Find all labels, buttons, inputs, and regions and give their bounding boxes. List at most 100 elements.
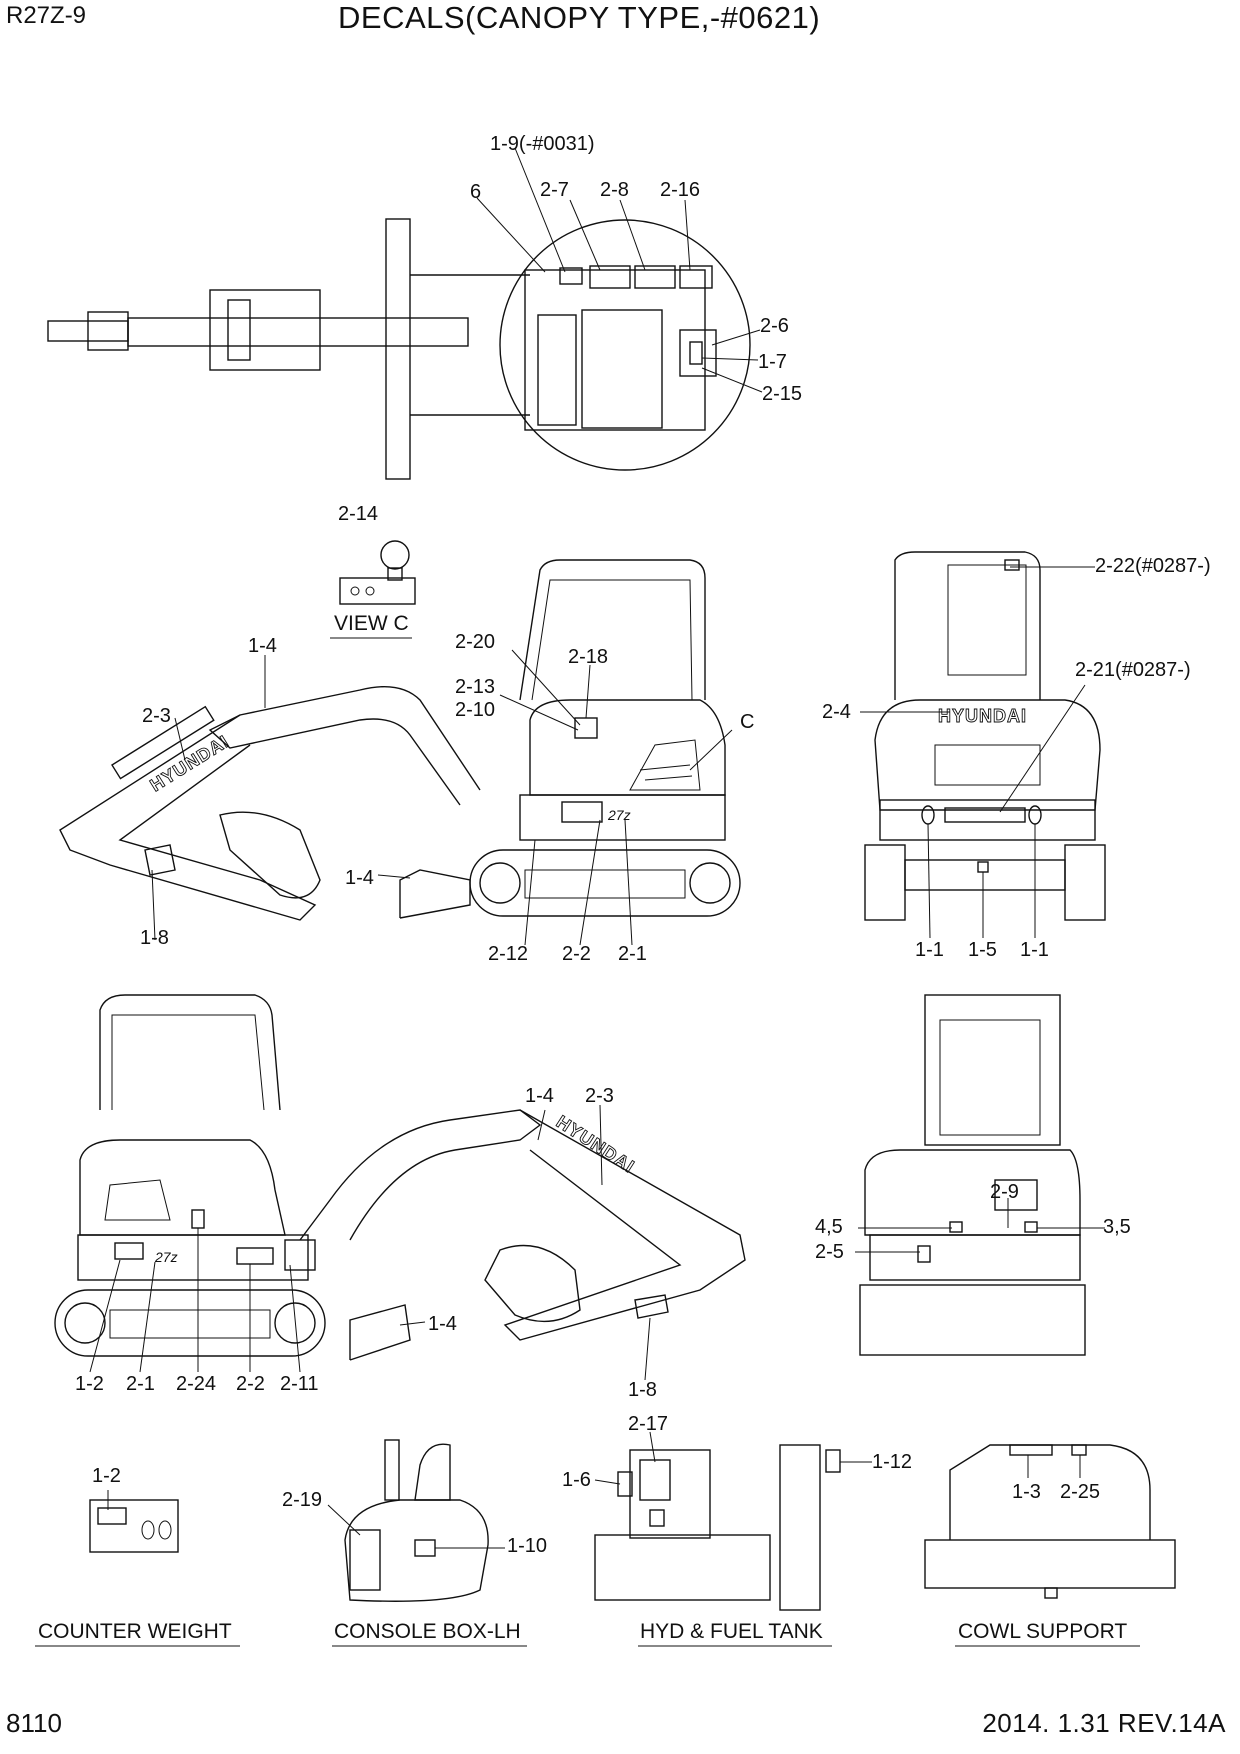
view-c-dot [365,586,375,596]
model-code: R27Z-9 [6,2,87,29]
view-c: 2-14 VIEW C [330,503,416,639]
leader [537,1109,546,1141]
callout-3-5: 3,5 [1103,1216,1131,1238]
lh-track [54,1289,326,1357]
rh-counterweight [519,794,726,841]
leader [289,1264,301,1373]
top-decal-1-7 [689,341,703,365]
callout-2-10: 2-10 [455,699,495,721]
leader [377,874,411,879]
top-swing-circle [499,219,751,471]
lh-bucket [484,1244,581,1323]
callout-2-3: 2-3 [142,705,171,727]
callout-2-7: 2-7 [540,179,569,201]
lh-decal-2-2 [236,1247,274,1265]
rh-dozer-blade [399,869,471,919]
leader [585,664,591,719]
front-body [864,1149,1081,1236]
callout-2-22: 2-22(#0287-) [1095,555,1211,577]
rear-decal-1-1-left [921,805,935,825]
top-seat-area [537,314,577,426]
tank-body [629,1449,711,1539]
leader [499,694,579,731]
rear-decal-2-21 [944,807,1026,823]
callout-6: 6 [470,181,481,203]
rear-counterweight [879,799,1096,841]
tank-decal-1-12 [825,1449,841,1473]
top-decal-panel [679,329,717,377]
callout-1-8: 1-8 [140,927,169,949]
callout-2-20: 2-20 [455,631,495,653]
lh-counterweight [77,1234,309,1281]
top-dozer-blade [385,218,411,480]
callout-1-2: 1-2 [75,1373,104,1395]
lh-decal-1-8 [634,1294,669,1319]
callout-2-11: 2-11 [280,1373,319,1395]
front-decal-3-5 [1024,1221,1038,1233]
top-view: 1-9(-#0031) 6 2-7 2-8 2-16 2-6 1-7 2-15 [47,133,802,480]
rear-brand: HYUNDAI [938,706,1027,726]
top-boom-pin [227,299,251,361]
tank-sight-glass [649,1509,665,1527]
leader [649,1431,656,1463]
callout-2-2: 2-2 [562,943,591,965]
callout-2-1: 2-1 [126,1373,155,1395]
view-c-knob [380,540,410,570]
top-decal-2-16 [679,265,713,289]
lh-boom-swing [284,1239,316,1271]
leader [999,684,1086,813]
rh-grille-line [639,764,691,771]
callout-2-19: 2-19 [282,1489,322,1511]
cowl-latch [1044,1587,1058,1599]
callout-2-21: 2-21(#0287-) [1075,659,1191,681]
rh-model-mark: 27z [607,807,631,823]
lh-cowl [79,1139,286,1236]
callout-2-24: 2-24 [176,1373,216,1395]
lh-track-frame [109,1309,271,1339]
caption-counter-weight: COUNTER WEIGHT [38,1620,232,1643]
top-boom-box [209,289,321,371]
callout-2-3: 2-3 [585,1085,614,1107]
callout-1-4: 1-4 [248,635,277,657]
rear-undercarriage [904,859,1066,891]
rear-decal-2-22 [1004,559,1020,571]
rear-decal-1-1-right [1028,805,1042,825]
caption-cowl-support: COWL SUPPORT [958,1620,1127,1643]
lh-grille [104,1179,171,1221]
leader [684,199,691,271]
leader [514,147,566,273]
callout-1-4: 1-4 [345,867,374,889]
rh-sprocket [689,862,731,904]
front-decal-4-5 [949,1221,963,1233]
rh-boom-brand: HYUNDAI [147,731,233,795]
rh-decal-2-18 [574,717,598,739]
rear-view: HYUNDAI 2-22(#0287-) 2-21(#0287-) 2-4 1-… [822,551,1211,961]
lh-dozer-blade [349,1304,411,1361]
callout-2-13: 2-13 [455,676,495,698]
callout-2-25: 2-25 [1060,1481,1100,1503]
top-decal-2-8 [634,265,676,289]
rh-grille [629,739,701,791]
rh-cowl [529,699,726,796]
rh-track [469,849,741,917]
rear-grille-center [934,744,1041,786]
lh-sprocket [64,1302,106,1344]
leader [579,819,601,946]
top-arm [127,317,469,347]
leader [511,649,581,726]
front-view: 2-9 4,5 3,5 2-5 [815,994,1131,1356]
callout-2-12: 2-12 [488,943,528,965]
caption-hyd-fuel-tank: HYD & FUEL TANK [640,1620,823,1643]
callout-2-8: 2-8 [600,179,629,201]
console-lever [384,1439,400,1501]
rear-decal-1-5 [977,861,989,873]
page-title: DECALS(CANOPY TYPE,-#0621) [338,0,821,35]
console-decal-1-10 [414,1539,436,1557]
caption-console-box: CONSOLE BOX-LH [334,1620,521,1643]
cowl-decal-2-25 [1071,1444,1087,1456]
rear-window [947,564,1027,676]
revision-date: 2014. 1.31 REV.14A [982,1708,1226,1738]
callout-2-2: 2-2 [236,1373,265,1395]
page-number: 8110 [6,1708,62,1738]
